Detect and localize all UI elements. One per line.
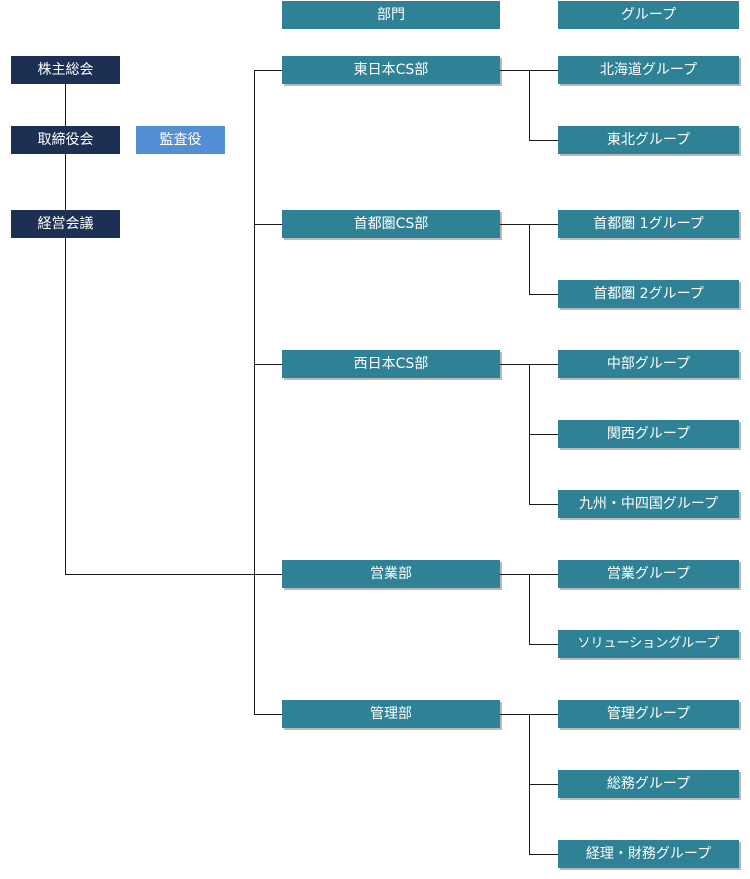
auditor-box: 監査役 xyxy=(136,126,225,154)
management-meeting-box: 経営会議 xyxy=(11,210,120,238)
group-bus-line xyxy=(529,574,530,645)
group-connector-line xyxy=(529,294,558,295)
department-box-administration: 管理部 xyxy=(282,700,500,728)
department-box-west-japan-cs: 西日本CS部 xyxy=(282,350,500,378)
group-box-solutions: ソリューショングループ xyxy=(558,630,739,658)
group-box-tohoku: 東北グループ xyxy=(558,126,739,154)
department-box-sales: 営業部 xyxy=(282,560,500,588)
group-bus-line xyxy=(529,70,530,141)
department-bus-line xyxy=(254,70,255,715)
group-box-metro-2: 首都圏 2グループ xyxy=(558,280,739,308)
group-connector-line xyxy=(529,504,558,505)
department-connector-line xyxy=(254,574,282,575)
group-column-header: グループ xyxy=(558,1,739,29)
department-box-metro-cs: 首都圏CS部 xyxy=(282,210,500,238)
group-box-kansai: 関西グループ xyxy=(558,420,739,448)
department-box-east-japan-cs: 東日本CS部 xyxy=(282,56,500,84)
group-box-kyushu-chushikoku: 九州・中四国グループ xyxy=(558,490,739,518)
group-box-general-affairs: 総務グループ xyxy=(558,770,739,798)
group-box-chubu: 中部グループ xyxy=(558,350,739,378)
department-connector-line xyxy=(254,70,282,71)
group-connector-line xyxy=(529,644,558,645)
department-column-header: 部門 xyxy=(282,1,500,29)
group-connector-line xyxy=(529,784,558,785)
trunk-horizontal-line xyxy=(65,574,255,575)
trunk-connector-line xyxy=(65,238,66,575)
department-connector-line xyxy=(254,224,282,225)
group-box-hokkaido: 北海道グループ xyxy=(558,56,739,84)
group-box-accounting-finance: 経理・財務グループ xyxy=(558,840,739,868)
shareholders-meeting-box: 株主総会 xyxy=(11,56,120,84)
group-connector-line xyxy=(529,434,558,435)
group-box-sales: 営業グループ xyxy=(558,560,739,588)
group-box-administration: 管理グループ xyxy=(558,700,739,728)
department-connector-line xyxy=(254,364,282,365)
group-connector-line xyxy=(529,854,558,855)
group-box-metro-1: 首都圏 1グループ xyxy=(558,210,739,238)
department-connector-line xyxy=(254,714,282,715)
board-of-directors-box: 取締役会 xyxy=(11,126,120,154)
group-connector-line xyxy=(529,140,558,141)
group-bus-line xyxy=(529,224,530,295)
